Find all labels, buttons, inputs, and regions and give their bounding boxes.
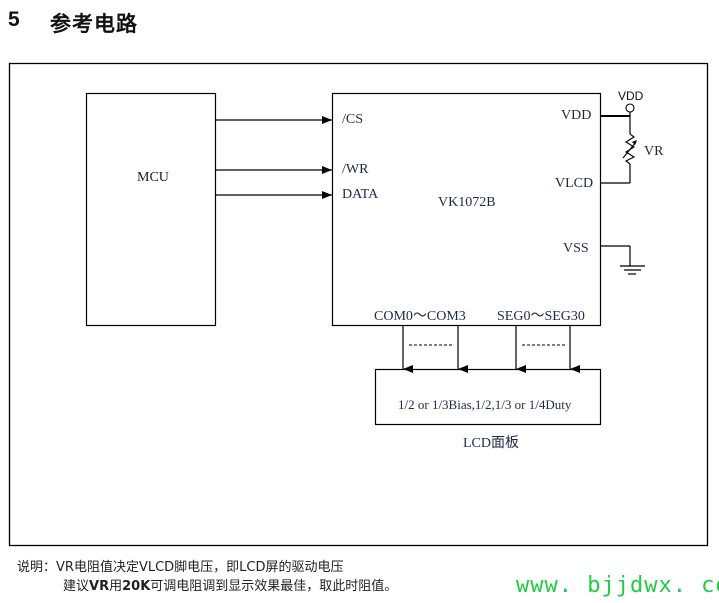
- lcd-panel-box: [374, 368, 602, 426]
- note-text-2d: 20K: [122, 579, 151, 594]
- section-number: 5: [8, 8, 20, 31]
- pin-vdd-label: VDD: [561, 108, 592, 123]
- vdd-node-terminal: [625, 103, 635, 113]
- pin-data-label: DATA: [342, 187, 379, 202]
- pin-wr-label: /WR: [342, 162, 369, 177]
- pin-vss-label: VSS: [563, 241, 589, 256]
- seg-range-label: SEG0～SEG30: [497, 309, 585, 324]
- ground-icon: [620, 265, 645, 275]
- note-text-2a: 建议: [63, 579, 90, 594]
- watermark-url: www. bjjdwx. com: [516, 573, 719, 598]
- com-range-label: COM0～COM3: [374, 309, 466, 324]
- pin-vlcd-label: VLCD: [555, 176, 594, 191]
- pin-cs-label: /CS: [342, 112, 364, 127]
- note-text-2b: VR: [89, 579, 110, 594]
- vr-wiper-arrow: [622, 141, 637, 159]
- vr-label: VR: [644, 144, 664, 159]
- note-line-1: 说明：VR电阻值决定VLCD脚电压，即LCD屏的驱动电压: [17, 556, 344, 575]
- outer-frame: [8, 62, 709, 547]
- note-text-2c: 用: [109, 579, 123, 594]
- note-text-2e: 可调电阻调到显示效果最佳，取此时阻值。: [150, 579, 398, 594]
- vr-wiper-arrowhead: [632, 140, 637, 145]
- vdd-node-label: VDD: [618, 89, 644, 103]
- lcd-spec-label: 1/2 or 1/3Bias,1/2,1/3 or 1/4Duty: [398, 397, 572, 412]
- note-text-1: VR电阻值决定VLCD脚电压，即LCD屏的驱动电压: [56, 560, 344, 575]
- mcu-box: [85, 92, 217, 327]
- chip-label: VK1072B: [438, 195, 496, 210]
- note-prefix: 说明：: [17, 560, 57, 575]
- chip-box: [331, 92, 602, 327]
- note-line-2: 建议VR用20K可调电阻调到显示效果最佳，取此时阻值。: [63, 575, 397, 594]
- mcu-label: MCU: [137, 170, 169, 185]
- lcd-caption: LCD面板: [463, 436, 519, 451]
- section-title: 参考电路: [50, 12, 138, 36]
